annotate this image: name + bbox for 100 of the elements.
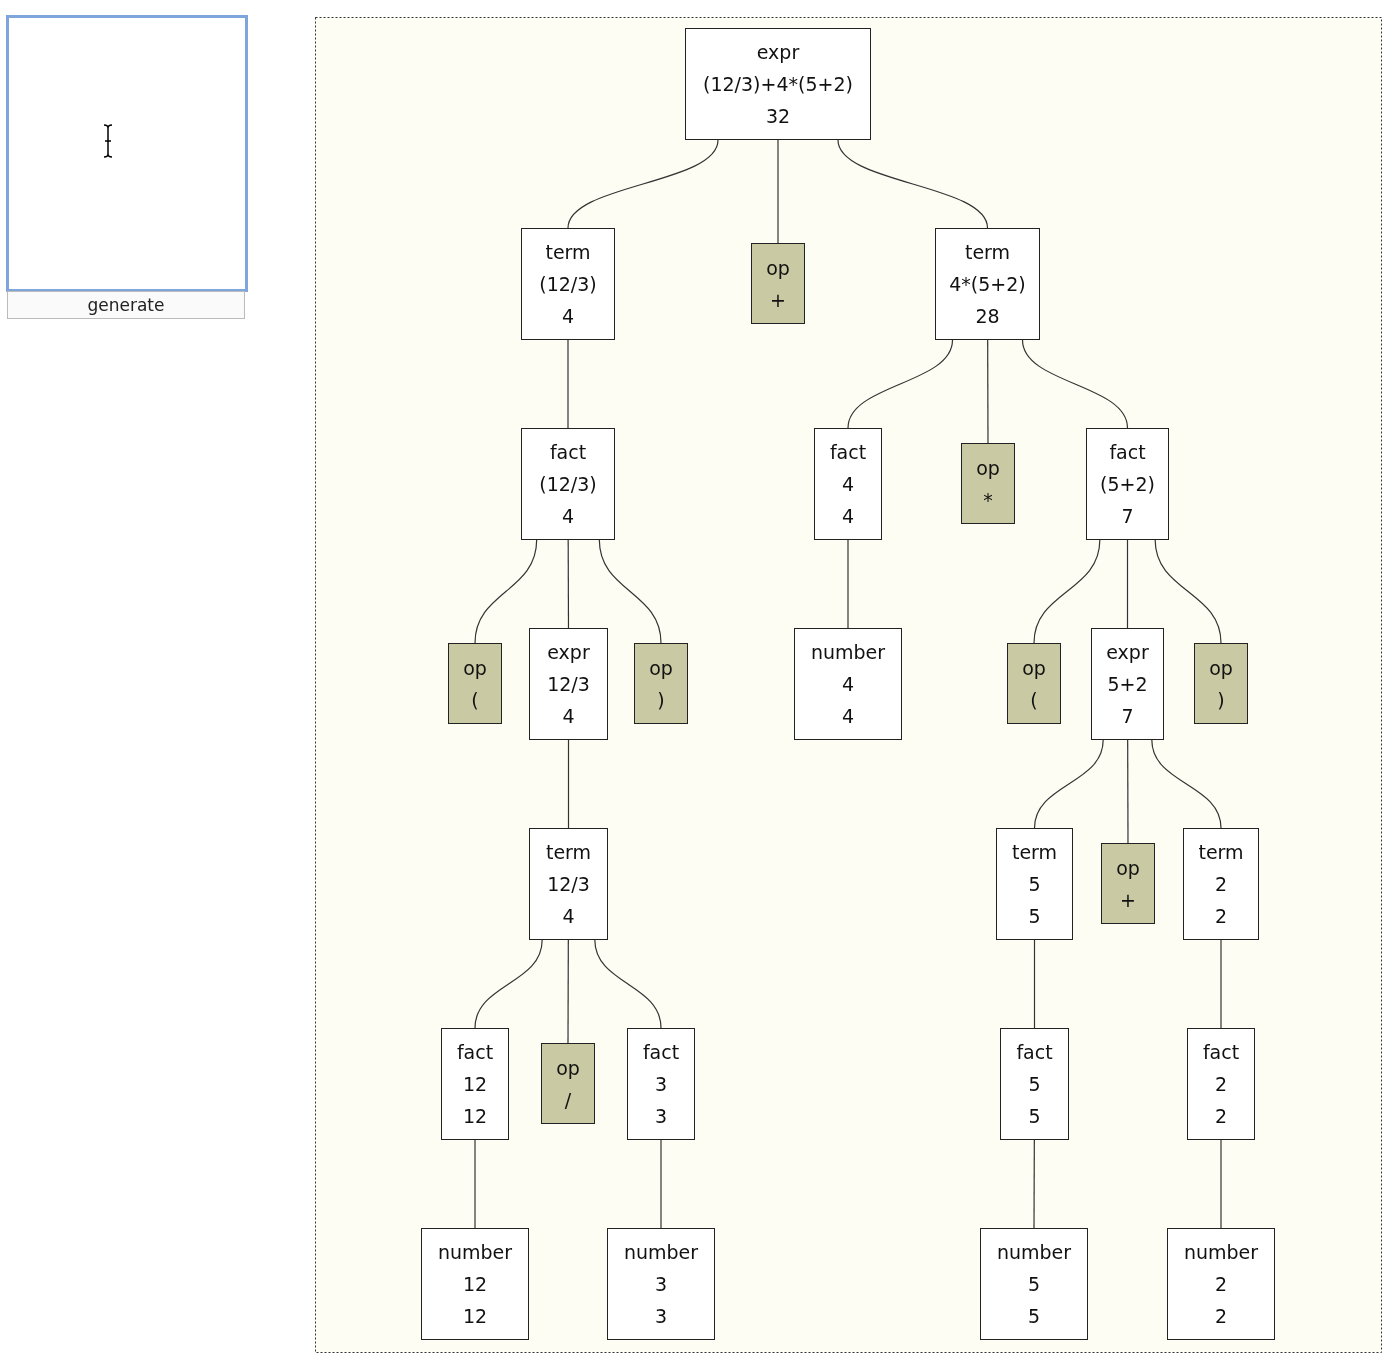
node-text: fact: [549, 440, 587, 465]
tree-edge: [847, 539, 849, 629]
node-text: 12/3: [547, 872, 590, 897]
tree-node: [935, 228, 1040, 340]
node-text: 4: [841, 472, 855, 497]
tree-node: [441, 1028, 509, 1140]
operator-node: [634, 643, 688, 724]
tree-edge: [567, 539, 570, 629]
tree-node: [685, 28, 871, 140]
node-text: 4: [562, 904, 575, 929]
node-text: 12: [462, 1104, 488, 1129]
node-text: 5: [1028, 1104, 1041, 1129]
node-text: fact: [456, 1040, 494, 1065]
node-text: 12/3: [547, 672, 590, 697]
node-text: 3: [654, 1304, 668, 1329]
node-text: 4: [562, 704, 575, 729]
node-text: term: [545, 840, 592, 865]
node-text: op: [649, 655, 673, 681]
tree-edge: [1127, 739, 1129, 844]
tree-node: [421, 1228, 529, 1340]
tree-edge: [1151, 739, 1222, 829]
node-text: 5: [1028, 904, 1041, 929]
node-text: fact: [1109, 440, 1146, 465]
tree-edge: [1220, 939, 1222, 1029]
node-text: fact: [829, 440, 867, 465]
tree-edge: [474, 939, 543, 1029]
node-text: 5+2: [1107, 672, 1148, 697]
tree-edge: [837, 139, 989, 229]
node-text: 28: [975, 304, 1000, 329]
node-text: op: [556, 1055, 580, 1081]
node-text: (12/3): [539, 272, 597, 297]
tree-edge: [567, 339, 569, 429]
tree-edge: [1126, 539, 1129, 629]
node-text: term: [964, 240, 1011, 265]
node-text: 2: [1214, 1104, 1228, 1129]
node-text: 3: [654, 1104, 668, 1129]
tree-edge: [777, 139, 779, 244]
tree-edge: [1033, 739, 1104, 829]
node-text: 2: [1214, 904, 1228, 929]
node-text: 12: [462, 1272, 488, 1297]
tree-node: [1183, 828, 1259, 940]
tree-node: [521, 228, 615, 340]
tree-edge: [598, 539, 662, 644]
node-text: number: [810, 640, 886, 665]
node-text: ): [1217, 687, 1225, 713]
node-text: op: [1022, 655, 1046, 681]
node-text: 5: [1027, 1272, 1041, 1297]
node-text: 7: [1121, 504, 1134, 529]
node-text: +: [770, 287, 786, 313]
tree-edge: [567, 739, 570, 829]
node-text: *: [983, 487, 993, 513]
node-text: ): [657, 687, 665, 713]
tree-edge: [1033, 1139, 1035, 1229]
tree-node: [1167, 1228, 1275, 1340]
node-text: op: [1209, 655, 1233, 681]
node-text: expr: [756, 40, 800, 65]
tree-node: [814, 428, 882, 540]
tree-node: [607, 1228, 715, 1340]
generate-button: generate: [7, 291, 245, 319]
node-text: number: [996, 1240, 1072, 1265]
node-text: 4: [841, 704, 855, 729]
tree-edge: [594, 939, 662, 1029]
node-text: term: [1198, 840, 1244, 865]
node-text: 3: [654, 1072, 668, 1097]
node-text: fact: [1202, 1040, 1240, 1065]
tree-edge: [1021, 339, 1129, 429]
node-text: 12: [462, 1304, 488, 1329]
node-text: 12: [462, 1072, 488, 1097]
operator-node: [1101, 843, 1155, 924]
node-text: fact: [642, 1040, 680, 1065]
tree-edge: [567, 139, 719, 229]
operator-node: [448, 643, 502, 724]
node-text: 3: [654, 1272, 668, 1297]
tree-node: [980, 1228, 1088, 1340]
operator-node: [961, 443, 1015, 524]
tree-node: [1086, 428, 1169, 540]
node-text: 32: [765, 104, 791, 129]
tree-node: [1187, 1028, 1255, 1140]
tree-node: [996, 828, 1073, 940]
operator-node: [1194, 643, 1248, 724]
node-text: 4: [841, 672, 855, 697]
node-text: op: [976, 455, 1000, 481]
node-text: op: [1116, 855, 1140, 881]
node-text: 4*(5+2): [949, 272, 1026, 297]
tree-node: [1091, 628, 1164, 740]
node-text: expr: [547, 640, 590, 665]
tree-node: [627, 1028, 695, 1140]
operator-node: [751, 243, 805, 324]
node-text: +: [1120, 887, 1136, 913]
node-text: number: [1183, 1240, 1259, 1265]
tree-edge: [1033, 539, 1101, 644]
node-text: op: [463, 655, 487, 681]
node-text: 2: [1214, 872, 1228, 897]
tree-node: [521, 428, 615, 540]
tree-edge: [474, 1139, 476, 1229]
tree-edge: [1033, 939, 1036, 1029]
tree-edge: [660, 1139, 662, 1229]
node-text: /: [564, 1087, 572, 1113]
tree-edge: [474, 539, 538, 644]
node-text: (12/3)+4*(5+2): [703, 72, 853, 97]
